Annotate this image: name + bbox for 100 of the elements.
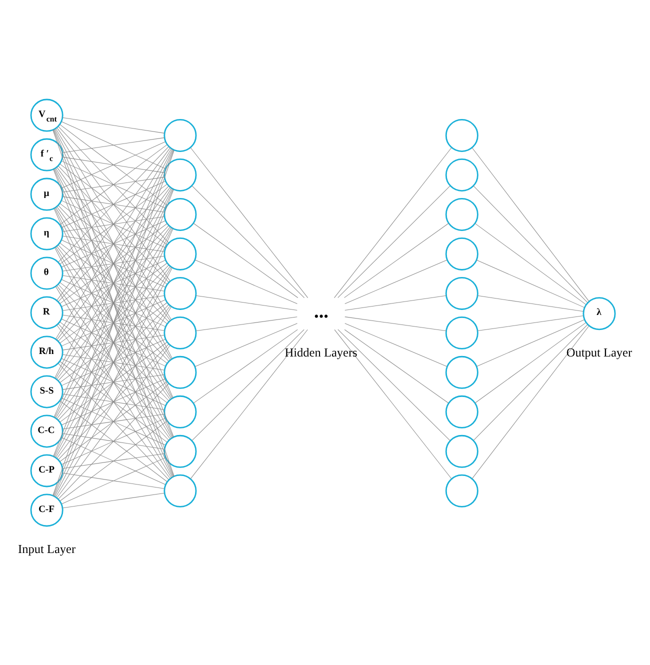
connector: [472, 326, 590, 479]
connector: [60, 342, 168, 422]
connector: [56, 148, 170, 301]
connector: [60, 400, 168, 482]
connector: [55, 148, 172, 340]
connector: [62, 117, 165, 134]
connector: [60, 144, 168, 225]
node-circle: [445, 237, 478, 270]
connector: [344, 223, 449, 298]
node-circle: [164, 395, 197, 428]
connector: [58, 324, 169, 440]
node-circle: C-C: [30, 414, 64, 448]
node-circle: λ: [582, 297, 616, 330]
connector: [58, 205, 169, 322]
connector: [54, 268, 172, 497]
connector: [55, 128, 172, 320]
connector: [62, 394, 165, 410]
connector: [60, 164, 168, 246]
connector: [62, 156, 165, 173]
connector: [344, 323, 448, 367]
connector: [62, 414, 165, 430]
connector: [62, 472, 165, 489]
connector: [190, 147, 308, 298]
connector: [56, 128, 171, 282]
connector: [56, 325, 171, 479]
connector: [54, 208, 172, 438]
connector: [334, 329, 452, 480]
connector: [60, 302, 168, 383]
node-circle: V$_{cnt}$: [30, 98, 64, 132]
connector: [58, 344, 169, 460]
connector: [56, 266, 170, 420]
connector: [62, 137, 165, 153]
connector: [61, 318, 166, 366]
connector: [190, 329, 308, 479]
connector: [62, 236, 165, 252]
node-circle: [445, 276, 478, 310]
node-circle: R: [30, 296, 64, 330]
connector: [61, 338, 166, 386]
node-circle: [164, 237, 197, 270]
connector: [194, 323, 298, 367]
node-circle: C-F: [30, 494, 64, 527]
connector: [56, 345, 170, 498]
connector: [61, 437, 166, 485]
node-circle: [445, 474, 478, 508]
connector: [58, 363, 169, 480]
connector: [60, 361, 168, 443]
connector: [192, 329, 304, 441]
connector: [56, 187, 170, 340]
connector: [60, 203, 168, 285]
connector: [476, 320, 584, 367]
node-circle: f ′$_{c}$: [30, 138, 64, 172]
connector: [60, 322, 168, 404]
connector: [474, 322, 586, 404]
connector: [54, 149, 172, 378]
connector: [62, 216, 165, 232]
connector: [58, 225, 169, 342]
connector: [58, 166, 169, 283]
connector: [61, 160, 166, 208]
connector: [61, 398, 166, 446]
connector: [61, 142, 166, 188]
connector: [472, 147, 590, 302]
connector: [54, 168, 172, 398]
connector: [56, 286, 171, 440]
connector: [60, 242, 168, 324]
connector: [60, 262, 168, 344]
connector: [61, 220, 166, 268]
connector: [193, 329, 298, 404]
connector: [55, 168, 172, 360]
connector: [55, 207, 172, 400]
connector: [55, 306, 172, 498]
connector: [60, 381, 168, 462]
connector: [56, 206, 171, 360]
connector: [61, 418, 166, 465]
connector: [54, 247, 172, 478]
connector: [61, 200, 166, 248]
connector: [62, 334, 165, 350]
connector: [62, 453, 165, 469]
connector: [58, 186, 169, 302]
connector: [196, 295, 298, 311]
connector: [338, 186, 450, 298]
connector: [62, 492, 165, 508]
connector: [62, 196, 165, 212]
node-circle: [445, 356, 478, 389]
connector: [334, 147, 452, 298]
node-circle: [164, 276, 197, 310]
connector: [55, 267, 172, 458]
connector: [61, 279, 166, 327]
connector: [54, 228, 172, 458]
node-circle: [164, 316, 197, 350]
node-circle: [164, 474, 197, 508]
connector: [473, 186, 588, 303]
node-circle: μ: [30, 178, 64, 211]
connector: [62, 256, 165, 272]
label: Input Layer: [18, 542, 76, 556]
connector: [56, 167, 171, 321]
node-circle: [445, 158, 478, 192]
connector: [56, 246, 171, 400]
connector: [56, 226, 170, 380]
node-circle: R/h: [30, 336, 64, 369]
connector: [61, 358, 166, 406]
